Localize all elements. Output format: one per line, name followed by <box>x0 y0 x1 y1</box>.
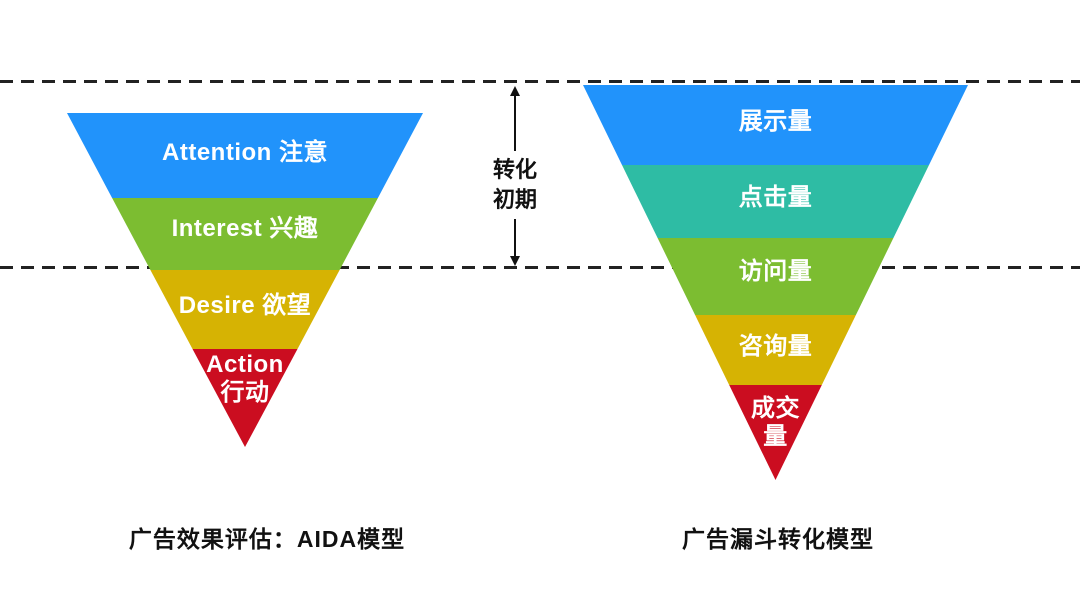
ad-conversion-funnel: 展示量 点击量 访问量 咨询量 成交 量 <box>583 85 968 480</box>
aida-layer-interest-label: Interest 兴趣 <box>171 215 319 242</box>
conversion-layer-clicks-shape <box>622 165 929 238</box>
aida-layer-desire-shape <box>150 270 340 349</box>
conversion-layer-deals-shape <box>729 385 822 480</box>
conversion-layer-clicks-label: 点击量 <box>738 184 813 211</box>
arrow-up-icon <box>510 86 520 96</box>
conversion-layer-inquiries-shape <box>695 315 856 385</box>
aida-layer-attention-label: Attention 注意 <box>162 139 328 166</box>
aida-layer-desire-label: Desire 欲望 <box>178 292 312 319</box>
top-dashed-guide-line <box>0 80 1080 83</box>
conversion-layer-visits-shape <box>657 238 894 315</box>
conversion-layer-impressions-label: 展示量 <box>738 108 813 135</box>
conversion-layer-impressions-shape <box>583 85 968 165</box>
arrow-down-icon <box>510 256 520 266</box>
aida-funnel-caption: 广告效果评估：AIDA模型 <box>128 526 406 552</box>
conversion-layer-visits-label: 访问量 <box>738 258 813 285</box>
ad-conversion-funnel-shape <box>583 85 968 480</box>
aida-layer-action-label: Action 行动 <box>206 351 284 406</box>
conversion-layer-inquiries-label: 咨询量 <box>738 333 813 360</box>
aida-layer-action-shape <box>192 349 298 447</box>
aida-layer-interest-shape <box>112 198 378 270</box>
aida-funnel: Attention 注意 Interest 兴趣 Desire 欲望 Actio… <box>67 113 423 447</box>
ad-conversion-funnel-caption: 广告漏斗转化模型 <box>682 526 874 552</box>
aida-layer-attention-shape <box>67 113 423 198</box>
conversion-phase-label: 转化 初期 <box>490 151 540 219</box>
conversion-layer-deals-label: 成交 量 <box>751 395 800 450</box>
aida-funnel-shape <box>67 113 423 447</box>
bottom-dashed-guide-line <box>0 266 1080 269</box>
